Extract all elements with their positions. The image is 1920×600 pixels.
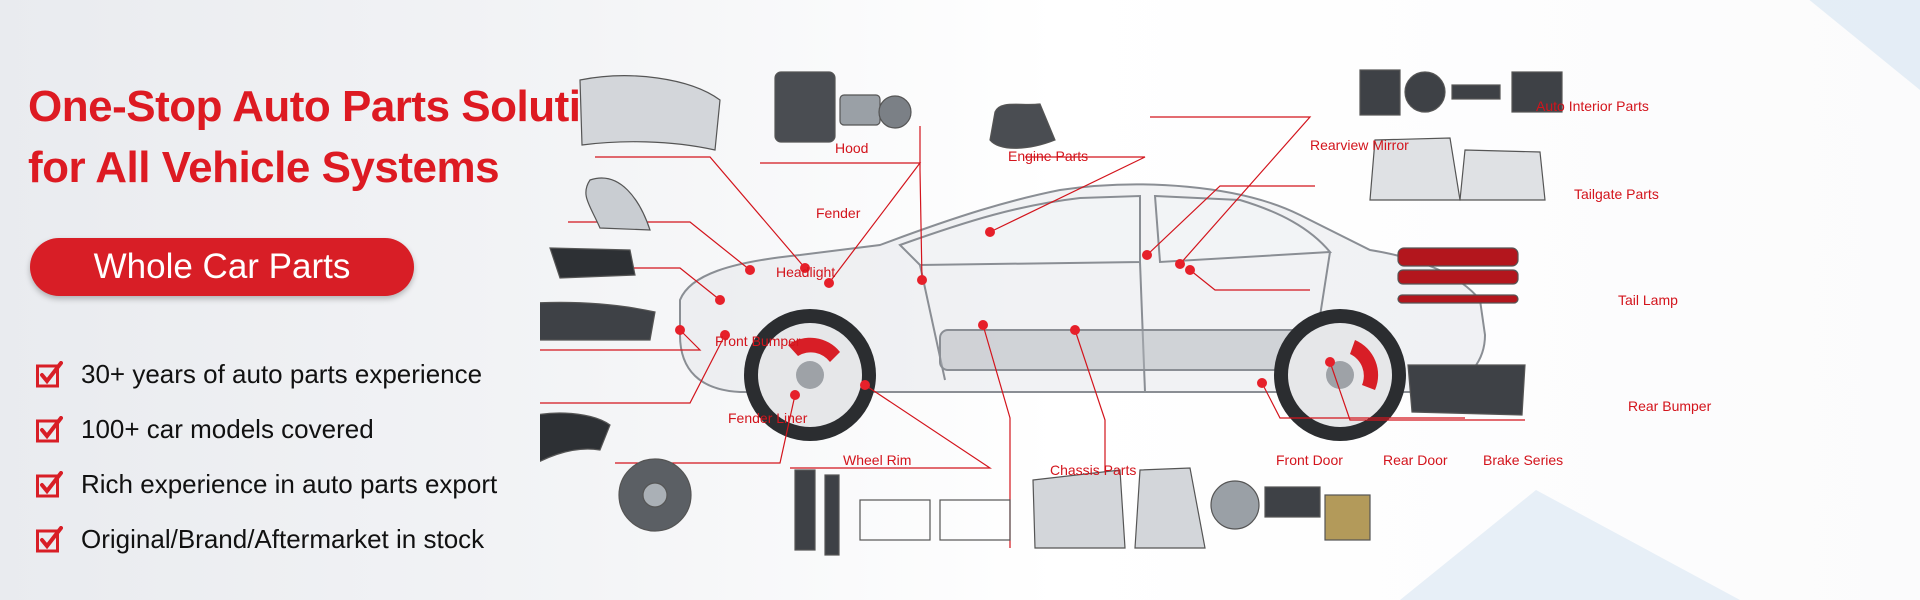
label-rearview-mirror: Rearview Mirror [1310, 137, 1409, 153]
wheel-rim-thumbnail [618, 458, 692, 532]
parts-diagram: Hood Engine Parts Rearview Mirror Auto I… [540, 0, 1920, 600]
part-markers [675, 227, 1335, 400]
car-illustration [679, 183, 1487, 393]
front-bumper-thumbnail [540, 301, 656, 341]
rear-door-thumbnail [1134, 467, 1206, 549]
front-door-thumbnail [1032, 469, 1126, 549]
label-fender: Fender [816, 205, 861, 221]
label-headlight: Headlight [776, 264, 836, 280]
feature-text: 100+ car models covered [81, 414, 374, 444]
label-brake-series: Brake Series [1483, 452, 1564, 468]
brake-thumbnail [1210, 480, 1371, 541]
label-tail-lamp: Tail Lamp [1618, 292, 1678, 308]
checkbox-checked-icon [36, 471, 63, 498]
label-auto-interior-parts: Auto Interior Parts [1536, 98, 1649, 114]
tailgate-thumbnail [1369, 137, 1546, 201]
checkbox-checked-icon [36, 526, 63, 553]
label-tailgate-parts: Tailgate Parts [1574, 186, 1659, 202]
part-thumbnails [540, 69, 1563, 556]
tail-lamp-thumbnail [1397, 247, 1519, 304]
car-diagram-graphic [540, 69, 1563, 556]
feature-text: Rich experience in auto parts export [81, 469, 498, 499]
label-chassis-parts: Chassis Parts [1050, 462, 1137, 478]
feature-item: 30+ years of auto parts experience [36, 347, 497, 402]
headline-line-2: for All Vehicle Systems [28, 143, 500, 192]
label-rear-bumper: Rear Bumper [1628, 398, 1712, 414]
feature-text: 30+ years of auto parts experience [81, 359, 483, 389]
chassis-thumbnail [794, 469, 1011, 556]
rear-bumper-thumbnail [1407, 364, 1526, 416]
feature-item: 100+ car models covered [36, 402, 497, 457]
checkbox-checked-icon [36, 416, 63, 443]
headline: One-Stop Auto Parts Solution for All Veh… [28, 76, 728, 198]
feature-list: 30+ years of auto parts experience 100+ … [36, 347, 497, 567]
headlight-thumbnail [549, 247, 636, 279]
fender-liner-thumbnail [540, 412, 611, 463]
mirror-thumbnail [989, 103, 1056, 149]
label-front-bumper: Front Bumper [715, 333, 801, 349]
label-engine-parts: Engine Parts [1008, 148, 1089, 164]
checkbox-checked-icon [36, 361, 63, 388]
label-front-door: Front Door [1276, 452, 1343, 468]
interior-parts-thumbnail [1359, 69, 1563, 116]
feature-text: Original/Brand/Aftermarket in stock [81, 524, 485, 554]
feature-item: Rich experience in auto parts export [36, 457, 497, 512]
label-fender-liner: Fender Liner [728, 410, 808, 426]
rear-wheel [1274, 309, 1406, 441]
label-wheel-rim: Wheel Rim [843, 452, 912, 468]
headline-line-1: One-Stop Auto Parts Solution [28, 82, 634, 131]
label-hood: Hood [835, 140, 869, 156]
engine-thumbnail [774, 71, 912, 143]
whole-car-parts-button[interactable]: Whole Car Parts [30, 238, 414, 296]
feature-item: Original/Brand/Aftermarket in stock [36, 512, 497, 567]
front-wheel [744, 309, 876, 441]
label-rear-door: Rear Door [1383, 452, 1448, 468]
fender-thumbnail [585, 177, 651, 231]
hood-thumbnail [579, 75, 721, 151]
